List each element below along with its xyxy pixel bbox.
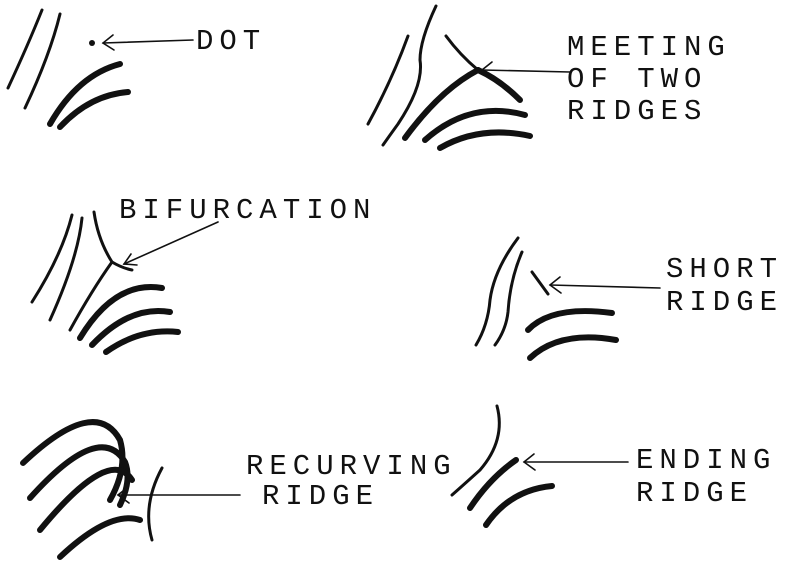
ridge-line — [444, 34, 480, 72]
short-ridge-minutia — [530, 270, 550, 296]
label-short-line1: SHORT — [666, 253, 783, 286]
ridge-line — [437, 129, 533, 151]
label-short-line2: RIDGE — [666, 286, 783, 319]
label-ending-line2: RIDGE — [636, 477, 753, 510]
meeting-of-two-ridges-figure: MEETING OF TWO RIDGES — [366, 4, 731, 151]
ridge-line — [57, 515, 143, 560]
ridge-line — [68, 210, 114, 332]
ridge-line — [48, 216, 84, 322]
ridge-line — [402, 67, 481, 141]
ridge-line — [450, 404, 501, 497]
ridge-line — [475, 67, 523, 103]
bifurcation-figure: BIFURCATION — [30, 194, 376, 355]
ending-ridge-figure: ENDING RIDGE — [450, 404, 776, 528]
ridge-line — [89, 308, 173, 348]
ridge-line — [47, 61, 123, 127]
arrow — [549, 284, 661, 289]
ridge-line — [381, 4, 438, 147]
label-meeting-line3: RIDGES — [567, 95, 707, 128]
recurving-ridge-figure: RECURVING RIDGE — [20, 419, 457, 560]
ridge-line — [147, 466, 164, 542]
ridge-line — [527, 334, 619, 361]
label-ending-line1: ENDING — [636, 444, 776, 477]
arrow — [102, 39, 194, 44]
ridge-line — [57, 89, 131, 130]
label-meeting-line1: MEETING — [567, 31, 731, 64]
ridge-line — [110, 260, 134, 272]
arrowhead — [116, 486, 130, 504]
ridge-line — [422, 107, 528, 143]
arrowhead — [122, 253, 138, 266]
ridge-line — [493, 250, 524, 347]
arrowhead — [101, 34, 115, 51]
short-ridge-figure: SHORT RIDGE — [474, 236, 783, 361]
arrowhead — [480, 61, 494, 79]
label-bifurcation: BIFURCATION — [119, 194, 376, 227]
dot-figure: DOT — [6, 8, 266, 130]
arrowhead — [548, 276, 562, 294]
ridge-line — [20, 419, 126, 503]
ridge-line — [37, 467, 135, 533]
label-meeting-line2: OF TWO — [567, 63, 707, 96]
ridge-line — [30, 213, 74, 304]
label-recurving-line1: RECURVING — [246, 450, 457, 483]
label-dot: DOT — [196, 25, 266, 58]
ridge-line — [366, 34, 410, 126]
ridge-line — [23, 12, 62, 110]
arrowhead — [522, 453, 536, 471]
dot-minutia — [89, 40, 95, 46]
label-recurving-line2: RIDGE — [262, 480, 379, 513]
ridge-line — [27, 444, 131, 508]
ridge-line — [474, 236, 520, 347]
ending-ridge-minutia — [467, 457, 519, 511]
ridge-line — [483, 483, 555, 528]
arrow — [481, 69, 571, 73]
ridge-line — [103, 328, 181, 355]
arrow — [123, 221, 219, 265]
ridge-line — [77, 284, 165, 341]
ridge-line — [6, 8, 44, 90]
ridge-line — [525, 308, 615, 333]
